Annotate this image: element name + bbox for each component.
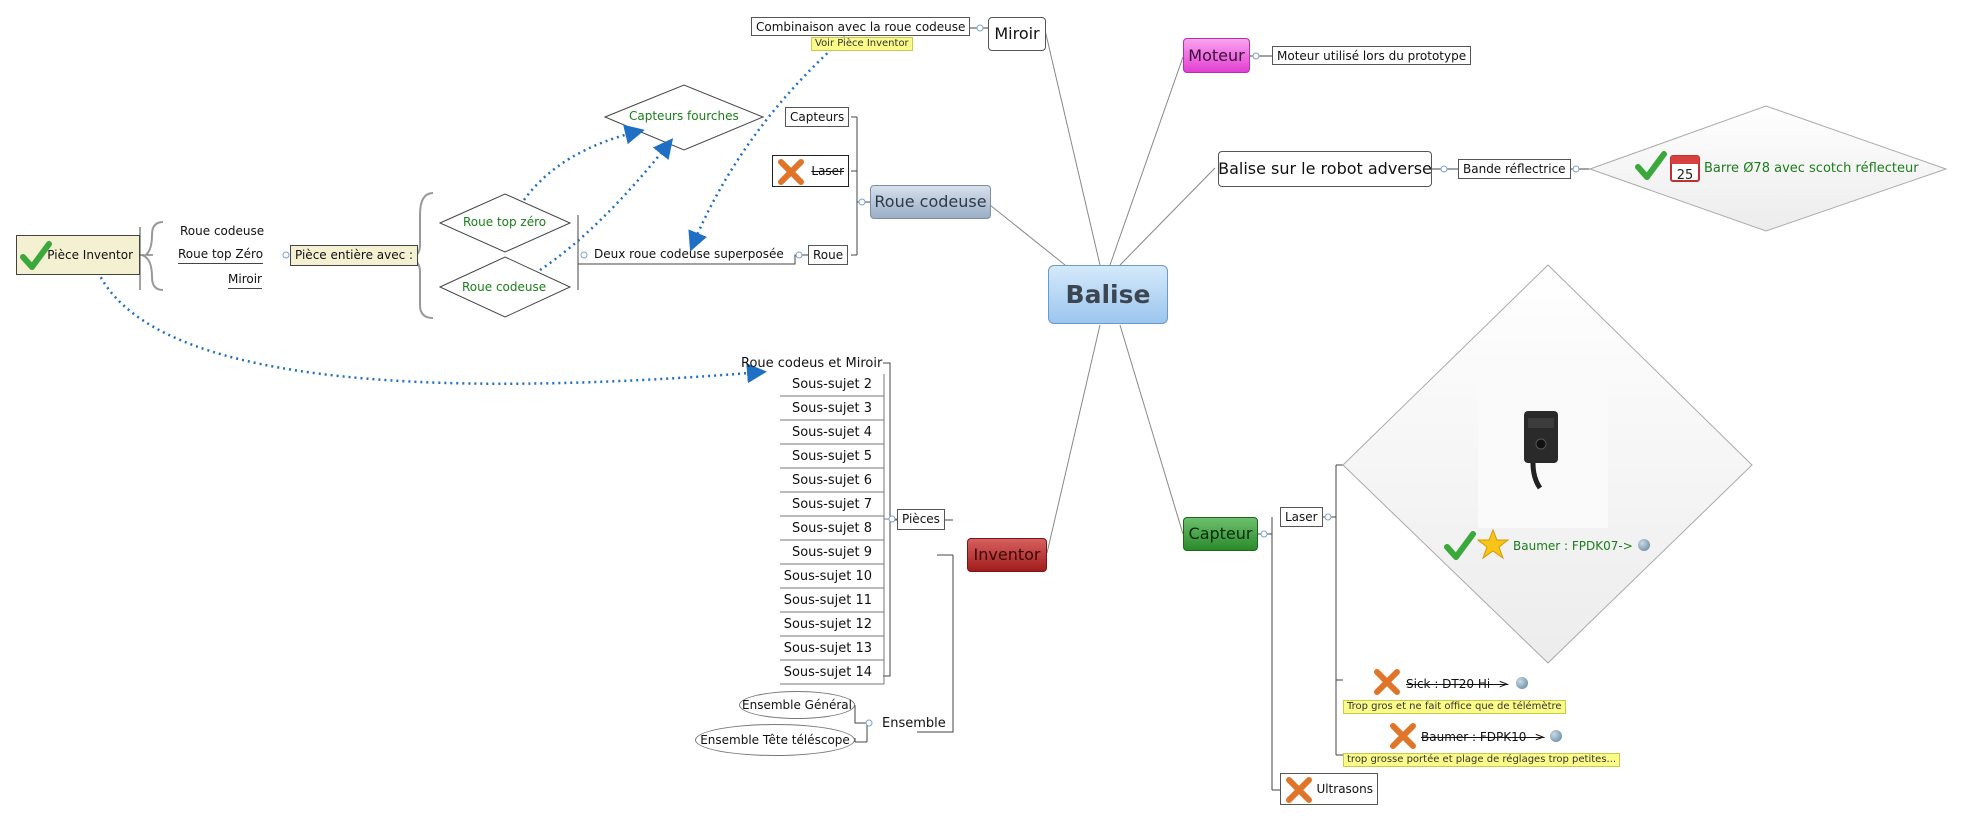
sous-sujet-item[interactable]: Sous-sujet 8 (791, 521, 872, 536)
ensemble-general-node[interactable]: Ensemble Général (739, 691, 855, 719)
bande-reflectrice-node[interactable]: Bande réflectrice (1458, 159, 1571, 179)
capteurs-node[interactable]: Capteurs (785, 107, 850, 127)
roue-top-zero-label[interactable]: Roue top zéro (463, 215, 547, 229)
globe-icon[interactable] (1516, 677, 1528, 689)
sous-sujet-item[interactable]: Sous-sujet 14 (783, 665, 872, 680)
pieces-node[interactable]: Pièces (897, 509, 945, 530)
sous-sujet-item[interactable]: Sous-sujet 2 (791, 377, 872, 392)
sick-node[interactable]: Sick : DT20 Hi -> (1406, 677, 1509, 691)
ultrasons-label: Ultrasons (1316, 782, 1373, 796)
capteur-laser-node[interactable]: Laser (1280, 507, 1323, 527)
roue-codeuse-diamond-label[interactable]: Roue codeuse (462, 280, 547, 294)
svg-text:25: 25 (1677, 168, 1694, 182)
voir-piece-tooltip: Voir Pièce Inventor (811, 37, 913, 51)
moteur-child[interactable]: Moteur utilisé lors du prototype (1272, 46, 1472, 65)
capteurs-fourches-label[interactable]: Capteurs fourches (629, 109, 739, 123)
diamond-roue-top-zero (438, 193, 572, 253)
central-topic[interactable]: Balise (1048, 265, 1168, 324)
piece-entiere-node[interactable]: Pièce entière avec : (290, 245, 419, 266)
cross-icon (1388, 721, 1418, 754)
balise-adverse-topic[interactable]: Balise sur le robot adverse (1218, 151, 1432, 187)
piece-inventor-node[interactable]: Pièce Inventor (16, 235, 140, 275)
sous-sujet-item[interactable]: Sous-sujet 3 (791, 401, 872, 416)
check-icon (20, 240, 52, 274)
sick-note: Trop gros et ne fait office que de télém… (1343, 700, 1566, 714)
baumer-note: trop grosse portée et plage de réglages … (1343, 753, 1621, 767)
sous-sujet-item[interactable]: Sous-sujet 13 (783, 641, 872, 656)
piece-list-item[interactable]: Roue codeuse (180, 224, 265, 238)
moteur-topic[interactable]: Moteur (1183, 38, 1250, 73)
roue-miroir-node[interactable]: Roue codeus et Miroir (741, 356, 883, 371)
roue-node[interactable]: Roue (808, 245, 849, 265)
ensemble-general-label: Ensemble Général (742, 698, 852, 712)
calendar-icon: 25 (1670, 152, 1700, 183)
globe-icon[interactable] (1550, 730, 1562, 742)
sensor-image (1478, 366, 1608, 528)
check-icon (1635, 150, 1667, 185)
sous-sujet-item[interactable]: Sous-sujet 4 (791, 425, 872, 440)
brace-left (141, 221, 164, 291)
ensemble-tete-node[interactable]: Ensemble Tête téléscope (695, 724, 855, 756)
sous-sujet-item[interactable]: Sous-sujet 5 (791, 449, 872, 464)
miroir-topic[interactable]: Miroir (988, 17, 1046, 51)
piece-list-item[interactable]: Roue top Zéro (178, 248, 264, 264)
star-icon (1476, 528, 1510, 563)
baumer-fpdk07-node[interactable]: Baumer : FPDK07-> (1513, 539, 1633, 553)
inventor-topic[interactable]: Inventor (967, 538, 1047, 572)
sous-sujet-item[interactable]: Sous-sujet 7 (791, 497, 872, 512)
cross-icon (1284, 775, 1314, 807)
deux-roues-node[interactable]: Deux roue codeuse superposée (594, 247, 784, 261)
diamond-roue-codeuse (438, 256, 572, 318)
piece-list-item[interactable]: Miroir (228, 273, 262, 289)
check-icon (1444, 530, 1476, 565)
sous-sujet-item[interactable]: Sous-sujet 11 (783, 593, 872, 608)
sous-sujet-item[interactable]: Sous-sujet 10 (783, 569, 872, 584)
ensemble-tete-label: Ensemble Tête téléscope (700, 733, 850, 747)
ensemble-node[interactable]: Ensemble (882, 716, 946, 731)
baumer-fdpk10-node[interactable]: Baumer : FDPK10 -> (1421, 730, 1545, 744)
combinaison-node[interactable]: Combinaison avec la roue codeuse (751, 17, 971, 36)
sous-sujet-item[interactable]: Sous-sujet 6 (791, 473, 872, 488)
barre-node[interactable]: Barre Ø78 avec scotch réflecteur (1704, 161, 1919, 176)
diamond-barre (1588, 105, 1948, 232)
cross-icon (776, 157, 806, 189)
laser-label: Laser (811, 164, 844, 178)
laser-node[interactable]: Laser (772, 155, 849, 187)
sous-sujet-item[interactable]: Sous-sujet 12 (783, 617, 872, 632)
globe-icon[interactable] (1638, 539, 1650, 551)
roue-codeuse-topic[interactable]: Roue codeuse (870, 185, 991, 219)
sous-sujet-item[interactable]: Sous-sujet 9 (791, 545, 872, 560)
capteur-topic[interactable]: Capteur (1183, 517, 1258, 551)
cross-icon (1372, 667, 1402, 700)
piece-inventor-label: Pièce Inventor (47, 248, 133, 262)
ultrasons-node[interactable]: Ultrasons (1280, 773, 1378, 805)
